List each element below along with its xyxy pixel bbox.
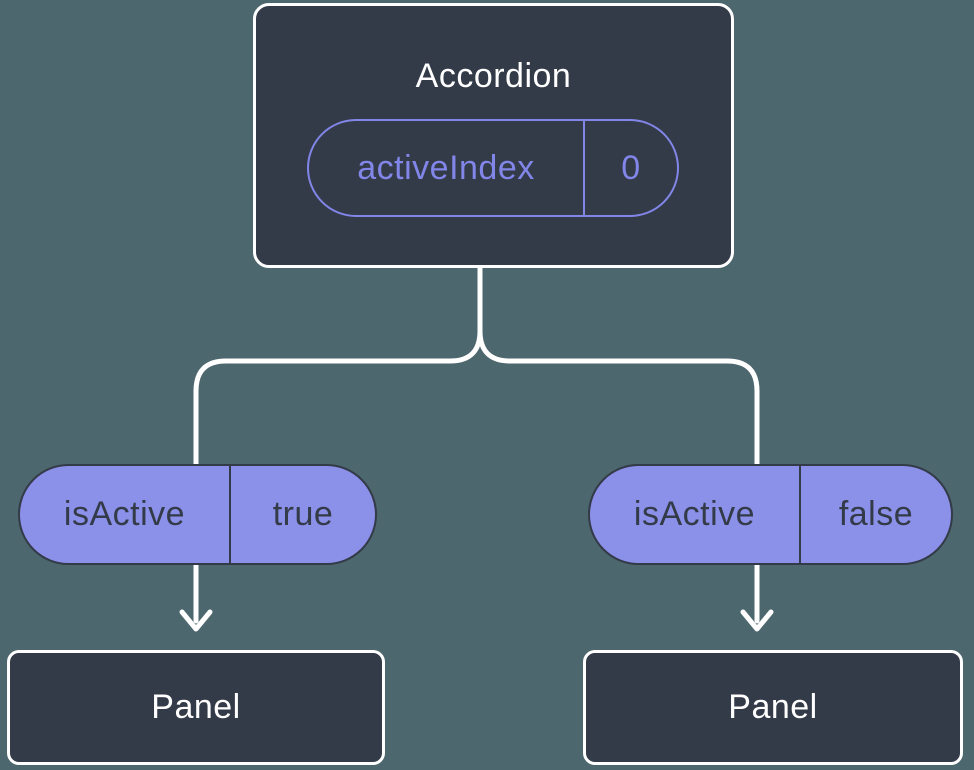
state-pill: activeIndex 0 <box>307 119 679 217</box>
left-arrowhead-icon <box>179 609 213 632</box>
accordion-component-node: Accordion activeIndex 0 <box>253 3 734 268</box>
panel-node-left: Panel <box>7 650 385 765</box>
prop-value-label: true <box>272 495 334 533</box>
accordion-node-title: Accordion <box>415 57 572 95</box>
panel-node-title: Panel <box>151 688 241 726</box>
right-arrowhead-icon <box>740 609 774 632</box>
state-name-label: activeIndex <box>309 121 585 215</box>
prop-name-label: isActive <box>20 466 231 563</box>
right-branch-line <box>477 263 760 624</box>
left-branch-line <box>193 263 483 624</box>
panel-node-right: Panel <box>583 650 963 765</box>
prop-pill-is-active-true: isActive true <box>18 464 377 565</box>
state-value-label: 0 <box>621 148 641 187</box>
prop-value-label: false <box>838 495 914 533</box>
panel-node-title: Panel <box>728 688 818 726</box>
prop-pill-is-active-false: isActive false <box>588 464 953 565</box>
prop-name-label: isActive <box>590 466 801 563</box>
